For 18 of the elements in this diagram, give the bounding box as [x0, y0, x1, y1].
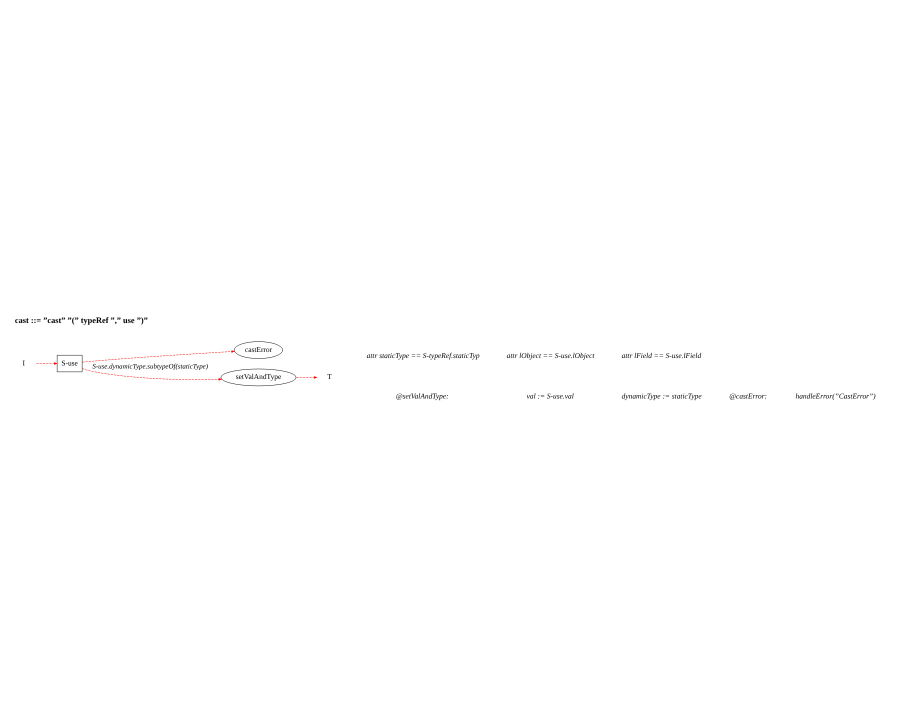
label: handleError(”CastError”): [796, 391, 876, 400]
diagram-title: cast ::= ”cast” ”(” typeRef ”,” use ”)”: [14, 315, 148, 324]
node-ellipse: castError: [234, 340, 283, 358]
label: attr staticType == S-typeRef.staticTyp: [366, 350, 480, 360]
arrow: [82, 350, 235, 362]
label: attr lObject == S-use.lObject: [506, 350, 594, 360]
label: attr lField == S-use.lField: [622, 350, 702, 360]
node-text: I: [22, 358, 25, 367]
label: @castError:: [729, 391, 768, 400]
arrow: [82, 368, 222, 380]
arrow: [296, 376, 318, 378]
arrow: [36, 362, 58, 364]
node-text: T: [327, 372, 332, 381]
node-ellipse: setValAndType: [220, 368, 296, 386]
label: @setValAndType:: [396, 391, 449, 400]
label: dynamicType := staticType: [622, 391, 702, 400]
node-box: S-use: [56, 354, 82, 372]
label: val := S-use.val: [526, 391, 574, 400]
